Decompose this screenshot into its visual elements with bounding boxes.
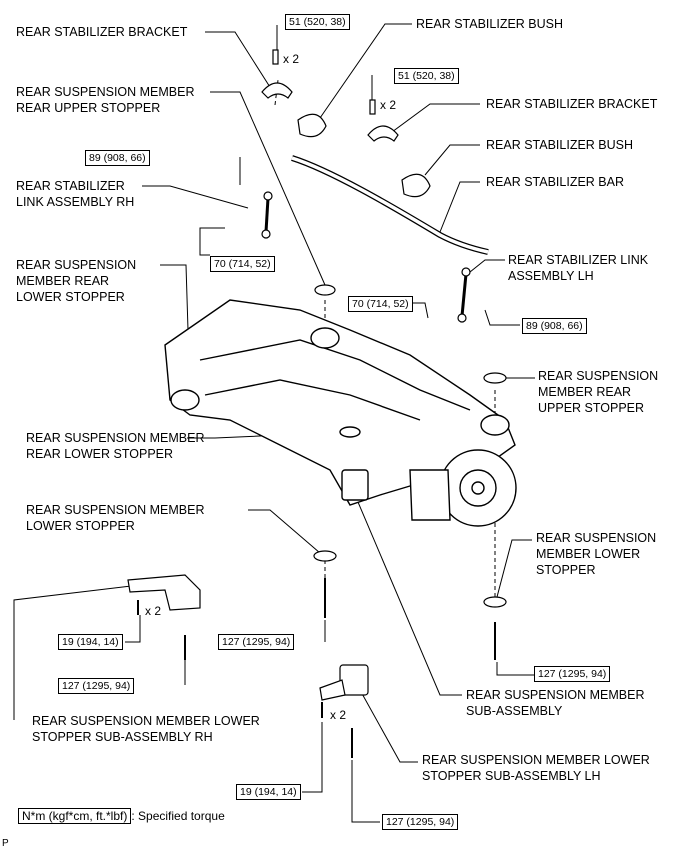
leader-stab-bush-mid — [424, 144, 480, 176]
label-rear-lower-stopper-left: REAR SUSPENSION MEMBER REAR LOWER STOPPE… — [16, 258, 137, 304]
link-lh-shape — [460, 273, 468, 317]
torque-box: 89 (908, 66) — [85, 150, 150, 166]
label-stab-bar: REAR STABILIZER BAR — [486, 175, 624, 189]
leader-stab-bracket-rh — [205, 31, 276, 96]
torque-box: 70 (714, 52) — [348, 296, 413, 312]
leader-member-sub — [354, 494, 462, 696]
label-lower-stopper-sub-rh: REAR SUSPENSION MEMBER LOWER STOPPER SUB… — [32, 714, 260, 744]
label-lower-stopper-left: REAR SUSPENSION MEMBER LOWER STOPPER — [26, 503, 205, 533]
label-upper-stopper-right: REAR SUSPENSION MEMBER REAR UPPER STOPPE… — [538, 369, 659, 415]
stab-bush-mid-shape — [401, 173, 431, 198]
leader-stab-bracket-lh — [391, 103, 480, 133]
leader-lower-stopper-right — [496, 539, 532, 598]
torque-box: 127 (1295, 94) — [534, 666, 611, 682]
torque-box: 70 (714, 52) — [210, 256, 275, 272]
torque-box: 127 (1295, 94) — [58, 678, 135, 694]
upper-stopper-right-shape — [483, 372, 507, 384]
torque-box: 89 (908, 66) — [522, 318, 587, 334]
torque-box: 19 (194, 14) — [58, 634, 123, 650]
leader-rear-lower-stopper-left — [160, 264, 189, 331]
torque-box: 19 (194, 14) — [236, 784, 301, 800]
legend-unit-box: N*m (kgf*cm, ft.*lbf) — [18, 808, 132, 824]
leader-sub-lh — [359, 689, 418, 763]
lower-stopper-left-shape — [313, 550, 337, 562]
label-rear-lower-stopper-center: REAR SUSPENSION MEMBER REAR LOWER STOPPE… — [26, 431, 205, 461]
torque-box: 127 (1295, 94) — [218, 634, 295, 650]
multiplier: x 2 — [380, 98, 397, 112]
bolt-shape — [272, 49, 279, 65]
leader-stab-bar — [439, 181, 480, 233]
lower-stopper-sub-rh-shape — [127, 574, 201, 611]
upper-stopper-left-shape — [314, 284, 336, 296]
label-member-sub-assembly: REAR SUSPENSION MEMBER SUB-ASSEMBLY — [466, 688, 645, 718]
label-stab-bracket-lh: REAR STABILIZER BRACKET — [486, 97, 658, 111]
label-upper-stopper-left: REAR SUSPENSION MEMBER REAR UPPER STOPPE… — [16, 85, 195, 115]
lower-stopper-sub-lh-shape — [319, 679, 346, 701]
label-lower-stopper-right: REAR SUSPENSION MEMBER LOWER STOPPER — [536, 531, 657, 577]
label-link-lh: REAR STABILIZER LINK ASSEMBLY LH — [508, 253, 649, 283]
stab-bush-top-shape — [297, 113, 327, 138]
figure-mark: P — [2, 838, 9, 849]
stab-bracket-lh-shape — [367, 125, 399, 142]
multiplier: x 2 — [283, 52, 300, 66]
torque-box: 51 (520, 38) — [394, 68, 459, 84]
label-stab-bush-mid: REAR STABILIZER BUSH — [486, 138, 634, 152]
torque-legend: N*m (kgf*cm, ft.*lbf): Specified torque — [18, 808, 225, 824]
leader-link-lh — [469, 259, 505, 273]
stab-bracket-rh-shape — [261, 82, 293, 99]
label-stab-bracket-rh: REAR STABILIZER BRACKET — [16, 25, 188, 39]
leader-stab-bush-top — [319, 23, 412, 119]
leader-sub-rh — [13, 584, 141, 720]
suspension-member-frame — [164, 299, 517, 527]
lower-stopper-right-shape — [483, 596, 507, 608]
torque-box: 127 (1295, 94) — [382, 814, 459, 830]
leader-lower-stopper-left — [248, 509, 321, 554]
leader-link-rh — [142, 185, 249, 209]
label-link-rh: REAR STABILIZER LINK ASSEMBLY RH — [16, 179, 135, 209]
leader-upper-stopper-left — [210, 91, 326, 286]
multiplier: x 2 — [330, 708, 347, 722]
multiplier: x 2 — [145, 604, 162, 618]
torque-box: 51 (520, 38) — [285, 14, 350, 30]
label-stab-bush-top: REAR STABILIZER BUSH — [416, 17, 564, 31]
legend-suffix: : Specified torque — [131, 809, 225, 823]
link-rh-shape — [264, 197, 270, 233]
label-lower-stopper-sub-lh: REAR SUSPENSION MEMBER LOWER STOPPER SUB… — [422, 753, 650, 783]
